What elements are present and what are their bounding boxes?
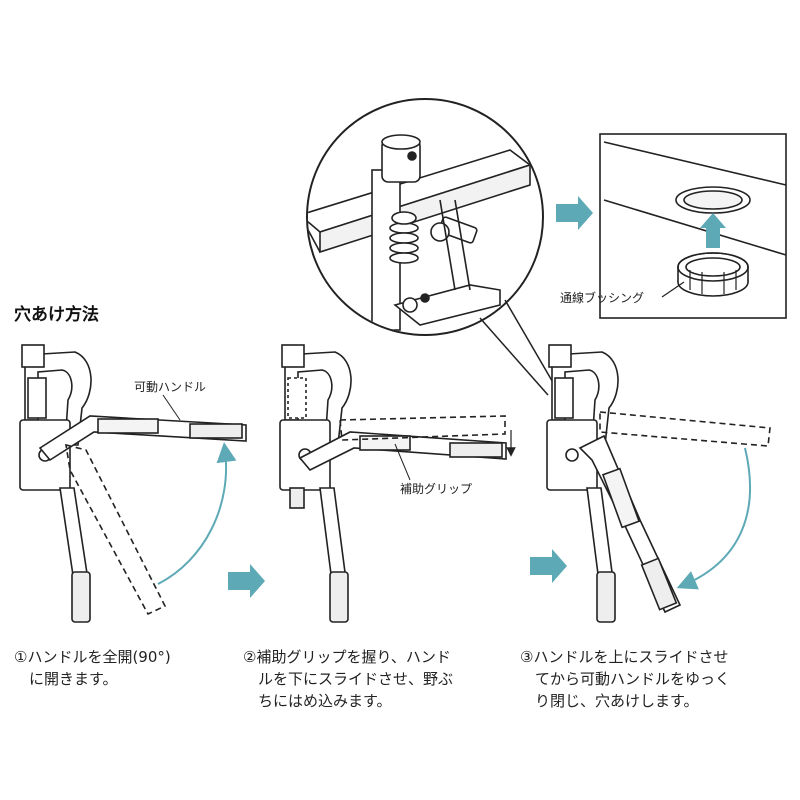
wiring-bushing-label: 通線ブッシング <box>560 289 644 306</box>
magnified-detail-circle <box>300 99 562 398</box>
tool-step-2 <box>280 345 506 622</box>
tool-step-1 <box>20 345 246 622</box>
step-2-line-1: ②補助グリップを握り、ハンド <box>243 645 451 669</box>
right-arrow-icon <box>530 549 567 583</box>
right-arrow-icon <box>556 196 593 230</box>
step-1-line-1: ①ハンドルを全開(90°) <box>14 645 171 669</box>
tool-step-3 <box>547 345 770 622</box>
movable-handle-label: 可動ハンドル <box>134 378 206 395</box>
curved-arrow-icon <box>684 448 750 585</box>
step-3-line-3: り閉じ、穴あけします。 <box>520 689 699 713</box>
right-arrow-icon <box>228 564 265 598</box>
step-2-line-2: ルを下にスライドさせ、野ぶ <box>243 667 453 691</box>
auxiliary-grip-label: 補助グリップ <box>400 480 472 497</box>
curved-arrow-icon <box>158 450 226 584</box>
step-1-line-2: に開きます。 <box>14 667 118 691</box>
step-3-line-1: ③ハンドルを上にスライドさせ <box>520 645 728 669</box>
section-title: 穴あけ方法 <box>14 300 99 325</box>
step-3-line-2: てから可動ハンドルをゆっく <box>520 667 730 691</box>
step-2-line-3: ちにはめ込みます。 <box>243 689 392 713</box>
